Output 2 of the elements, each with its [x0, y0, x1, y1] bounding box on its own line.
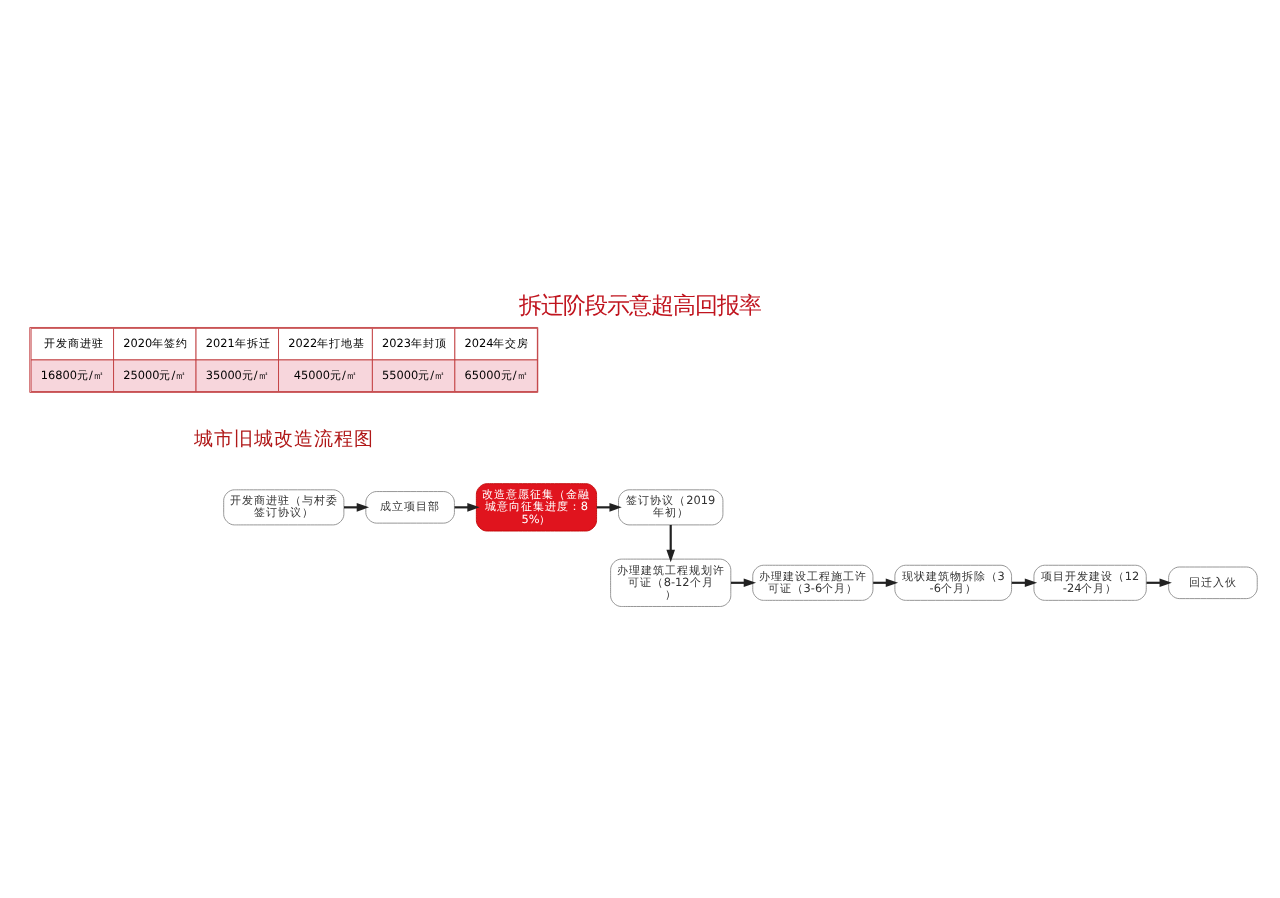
label: 城市旧城改造流程图 — [193, 428, 374, 451]
diagram-title: 拆迁阶段示意超高回报率 — [519, 291, 761, 320]
